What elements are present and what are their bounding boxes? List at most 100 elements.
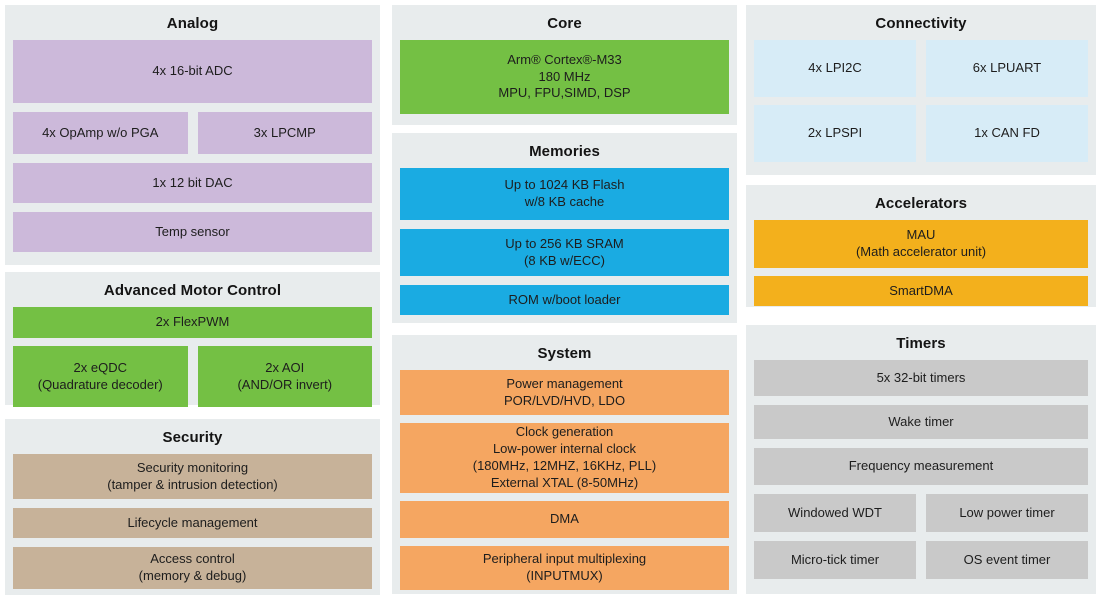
block-sram-line1: Up to 256 KB SRAM	[505, 235, 624, 251]
block-lpcmp: 3x LPCMP	[197, 112, 372, 154]
block-lpuart-label: 6x LPUART	[972, 60, 1042, 76]
block-opamp-label: 4x OpAmp w/o PGA	[42, 124, 159, 140]
block-low-power-timer: Low power timer	[926, 494, 1088, 532]
block-can-fd-label: 1x CAN FD	[974, 125, 1040, 141]
block-power-management-line2: POR/LVD/HVD, LDO	[503, 392, 626, 408]
panel-memories-blocks: Up to 1024 KB Flash w/8 KB cache Up to 2…	[400, 168, 729, 315]
block-clock-generation-line1: Clock generation	[515, 424, 614, 440]
block-adc-label: 4x 16-bit ADC	[152, 63, 233, 79]
block-security-monitoring-line2: (tamper & intrusion detection)	[107, 476, 278, 492]
block-dac: 1x 12 bit DAC	[13, 163, 372, 203]
block-access-control-line2: (memory & debug)	[138, 568, 247, 583]
block-flexpwm-label: 2x FlexPWM	[155, 314, 230, 330]
block-eqdc-line2: (Quadrature decoder)	[37, 376, 163, 392]
panel-connectivity-blocks: 4x LPI2C 6x LPUART 2x LPSPI 1x CAN FD	[754, 40, 1088, 162]
panel-security-title: Security	[162, 429, 223, 446]
block-clock-generation-line4: External XTAL (8-50MHz)	[490, 474, 639, 490]
block-cortex-m33-line1: Arm® Cortex®-M33	[507, 51, 622, 67]
connectivity-row-2: 2x LPSPI 1x CAN FD	[754, 105, 1088, 162]
panel-timers: Timers 5x 32-bit timers Wake timer Frequ…	[746, 325, 1096, 594]
block-wake-timer: Wake timer	[754, 405, 1088, 439]
panel-timers-blocks: 5x 32-bit timers Wake timer Frequency me…	[754, 360, 1088, 579]
block-rom-label: ROM w/boot loader	[508, 291, 621, 307]
panel-accelerators-title: Accelerators	[874, 195, 968, 212]
block-can-fd: 1x CAN FD	[926, 105, 1088, 162]
block-dma: DMA	[400, 501, 729, 538]
block-lpi2c-label: 4x LPI2C	[808, 60, 862, 76]
block-lpspi-label: 2x LPSPI	[807, 125, 863, 141]
block-sram-line2: (8 KB w/ECC)	[524, 252, 605, 268]
block-inputmux-line2: (INPUTMUX)	[526, 568, 603, 583]
block-flash: Up to 1024 KB Flash w/8 KB cache	[400, 168, 729, 220]
panel-system-title: System	[537, 345, 592, 362]
block-32bit-timers: 5x 32-bit timers	[754, 360, 1088, 396]
block-power-management-line1: Power management	[506, 375, 623, 391]
panel-core: Core Arm® Cortex®-M33 180 MHz MPU, FPU,S…	[392, 5, 737, 125]
block-clock-generation: Clock generation Low-power internal cloc…	[400, 423, 729, 493]
block-windowed-wdt-label: Windowed WDT	[788, 504, 882, 520]
block-32bit-timers-label: 5x 32-bit timers	[876, 369, 966, 385]
panel-connectivity: Connectivity 4x LPI2C 6x LPUART 2x LPSPI…	[746, 5, 1096, 175]
panel-motor-blocks: 2x FlexPWM 2x eQDC (Quadrature decoder) …	[13, 307, 372, 407]
block-access-control: Access control (memory & debug)	[13, 547, 372, 589]
block-mau-line2: (Math accelerator unit)	[855, 244, 987, 259]
block-wake-timer-label: Wake timer	[888, 413, 954, 429]
panel-core-title: Core	[547, 15, 582, 32]
block-os-event-timer: OS event timer	[926, 541, 1088, 579]
block-access-control-line1: Access control	[150, 551, 235, 567]
block-inputmux-line1: Peripheral input multiplexing	[482, 551, 647, 567]
block-micro-tick-timer: Micro-tick timer	[754, 541, 916, 579]
block-flexpwm: 2x FlexPWM	[13, 307, 372, 338]
block-opamp: 4x OpAmp w/o PGA	[13, 112, 188, 154]
block-cortex-m33: Arm® Cortex®-M33 180 MHz MPU, FPU,SIMD, …	[400, 40, 729, 114]
block-security-monitoring-line1: Security monitoring	[136, 459, 249, 475]
block-mau: MAU (Math accelerator unit)	[754, 220, 1088, 268]
block-adc: 4x 16-bit ADC	[13, 40, 372, 103]
timers-row-1: Windowed WDT Low power timer	[754, 494, 1088, 532]
block-temp-sensor-label: Temp sensor	[155, 223, 230, 239]
block-cortex-m33-line3: MPU, FPU,SIMD, DSP	[498, 85, 631, 101]
block-lifecycle-management: Lifecycle management	[13, 508, 372, 538]
panel-security-blocks: Security monitoring (tamper & intrusion …	[13, 454, 372, 589]
block-aoi-line1: 2x AOI	[265, 359, 305, 375]
panel-motor-title: Advanced Motor Control	[103, 282, 282, 299]
connectivity-row-1: 4x LPI2C 6x LPUART	[754, 40, 1088, 97]
block-windowed-wdt: Windowed WDT	[754, 494, 916, 532]
panel-system-blocks: Power management POR/LVD/HVD, LDO Clock …	[400, 370, 729, 590]
block-power-management: Power management POR/LVD/HVD, LDO	[400, 370, 729, 415]
block-flash-line2: w/8 KB cache	[524, 194, 605, 209]
panel-connectivity-title: Connectivity	[875, 15, 967, 32]
panel-system: System Power management POR/LVD/HVD, LDO…	[392, 335, 737, 594]
block-temp-sensor: Temp sensor	[13, 212, 372, 252]
panel-memories: Memories Up to 1024 KB Flash w/8 KB cach…	[392, 133, 737, 323]
block-aoi-line2: (AND/OR invert)	[237, 376, 333, 392]
block-lpcmp-label: 3x LPCMP	[253, 124, 316, 140]
block-frequency-measurement: Frequency measurement	[754, 448, 1088, 485]
panel-analog: Analog 4x 16-bit ADC 4x OpAmp w/o PGA 3x…	[5, 5, 380, 265]
timers-row-2: Micro-tick timer OS event timer	[754, 541, 1088, 579]
block-micro-tick-timer-label: Micro-tick timer	[790, 551, 880, 567]
panel-analog-title: Analog	[166, 15, 219, 32]
panel-accelerators: Accelerators MAU (Math accelerator unit)…	[746, 185, 1096, 307]
block-eqdc: 2x eQDC (Quadrature decoder)	[13, 346, 188, 407]
block-dac-label: 1x 12 bit DAC	[152, 174, 233, 190]
block-low-power-timer-label: Low power timer	[959, 504, 1055, 520]
block-clock-generation-line3: (180MHz, 12MHZ, 16KHz, PLL)	[472, 458, 657, 473]
block-dma-label: DMA	[550, 511, 579, 527]
block-smartdma: SmartDMA	[754, 276, 1088, 306]
block-lpspi: 2x LPSPI	[754, 105, 916, 162]
block-flash-line1: Up to 1024 KB Flash	[504, 177, 625, 193]
panel-memories-title: Memories	[529, 143, 600, 160]
panel-core-blocks: Arm® Cortex®-M33 180 MHz MPU, FPU,SIMD, …	[400, 40, 729, 114]
panel-advanced-motor-control: Advanced Motor Control 2x FlexPWM 2x eQD…	[5, 272, 380, 407]
analog-row: 4x OpAmp w/o PGA 3x LPCMP	[13, 112, 372, 154]
block-smartdma-label: SmartDMA	[889, 282, 953, 298]
panel-security: Security Security monitoring (tamper & i…	[5, 419, 380, 595]
block-clock-generation-line2: Low-power internal clock	[492, 441, 637, 457]
block-frequency-measurement-label: Frequency measurement	[848, 458, 994, 474]
panel-accelerators-blocks: MAU (Math accelerator unit) SmartDMA	[754, 220, 1088, 306]
block-security-monitoring: Security monitoring (tamper & intrusion …	[13, 454, 372, 499]
block-rom: ROM w/boot loader	[400, 285, 729, 315]
panel-timers-title: Timers	[896, 335, 946, 352]
